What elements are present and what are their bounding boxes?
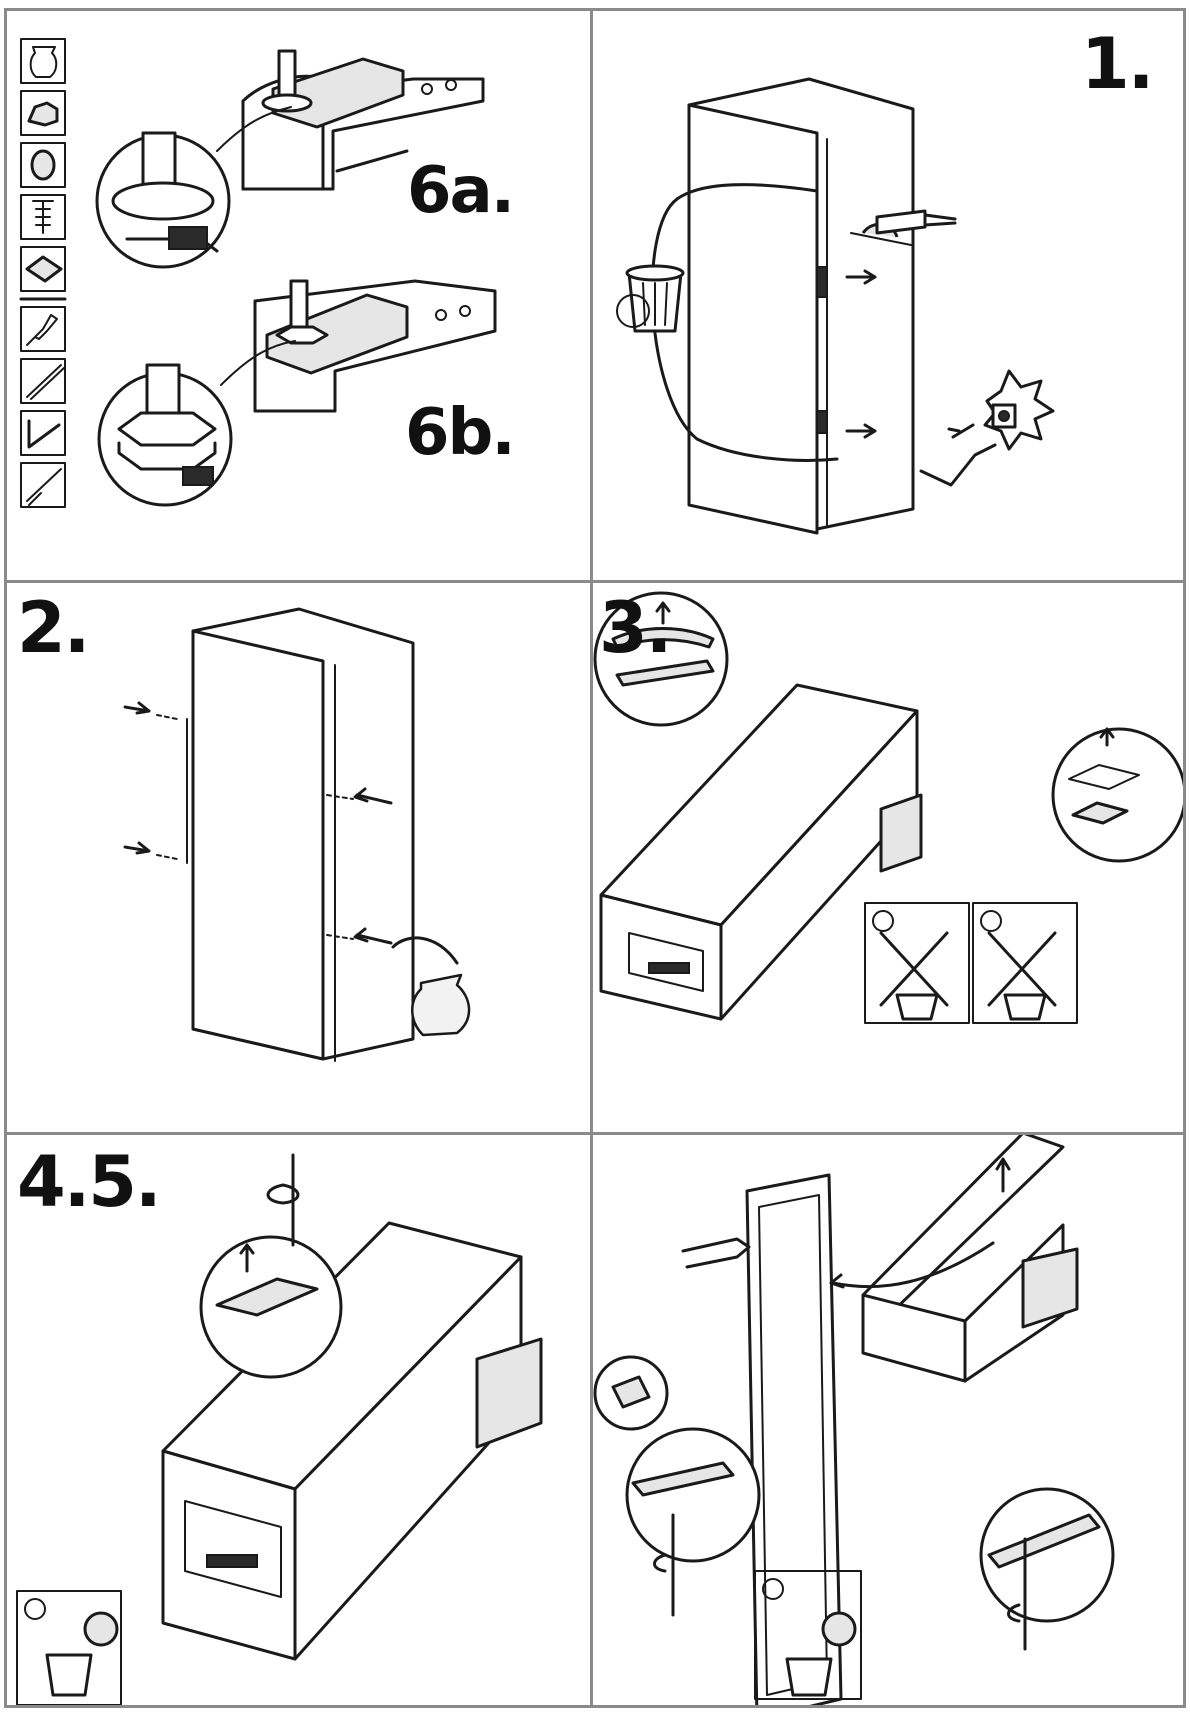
info-icon bbox=[24, 1598, 46, 1620]
notice-box-4 bbox=[754, 1570, 862, 1700]
step-2-art bbox=[123, 607, 471, 1062]
bag-icon bbox=[20, 38, 66, 84]
power-socket-icon bbox=[947, 369, 1055, 451]
detail-circle-left bbox=[593, 1355, 761, 1617]
hex-key-icon bbox=[20, 410, 66, 456]
panel-door-removal bbox=[590, 1132, 1186, 1708]
step-45-art bbox=[16, 1153, 543, 1705]
screwdriver-icon bbox=[875, 209, 957, 235]
info-icon bbox=[980, 910, 1002, 932]
fridge-lying-drawing bbox=[829, 1135, 1079, 1383]
panel-6ab: 6a. 6b. bbox=[4, 8, 594, 584]
screw-icon bbox=[20, 194, 66, 240]
door-removal-art bbox=[593, 1135, 1115, 1705]
notice-box-3 bbox=[16, 1590, 122, 1705]
step-2-label: 2. bbox=[17, 587, 90, 669]
disposal-notice bbox=[864, 902, 1078, 1024]
panel-step-3: 3. bbox=[590, 580, 1186, 1136]
info-icon bbox=[762, 1578, 784, 1600]
step-45-label: 4.5. bbox=[17, 1141, 162, 1223]
step-3-art bbox=[593, 591, 1183, 1024]
fridge-lying-drawing bbox=[599, 683, 923, 1021]
panel-step-45: 4.5. bbox=[4, 1132, 594, 1708]
step-6b-label: 6b. bbox=[405, 396, 516, 470]
hinge-6b-drawing bbox=[97, 279, 497, 507]
cap-icon bbox=[20, 142, 66, 188]
bag-icon bbox=[411, 973, 471, 1037]
detail-circle-screws bbox=[199, 1153, 343, 1379]
parts-list bbox=[19, 38, 67, 508]
step-1-label: 1. bbox=[1081, 23, 1154, 105]
fridge-lying-drawing bbox=[161, 1221, 543, 1661]
detail-circle-right bbox=[1051, 727, 1183, 863]
disposal-notice bbox=[16, 1590, 122, 1705]
hinge-6b-art bbox=[97, 279, 497, 507]
plate-icon bbox=[20, 246, 66, 292]
notice-box-2 bbox=[972, 902, 1078, 1024]
panel-step-1: 1. bbox=[590, 8, 1186, 584]
fridge-drawing bbox=[650, 77, 997, 535]
detail-circle-top bbox=[593, 591, 729, 727]
screwdriver-flat-icon bbox=[20, 358, 66, 404]
step-3-label: 3. bbox=[599, 587, 672, 669]
disposal-notice bbox=[754, 1570, 862, 1700]
hinge-cover-icon bbox=[20, 90, 66, 136]
hinge-6a-drawing bbox=[95, 49, 485, 269]
screwdriver-icon bbox=[20, 306, 66, 352]
pin-tool-icon bbox=[20, 462, 66, 508]
trash-bin-icon bbox=[616, 264, 685, 333]
step-6a-label: 6a. bbox=[407, 154, 515, 228]
info-icon bbox=[872, 910, 894, 932]
notice-box-1 bbox=[864, 902, 970, 1024]
step-1-art bbox=[616, 77, 1055, 535]
detail-circle-right bbox=[979, 1487, 1115, 1651]
panel-6ab-art bbox=[19, 38, 485, 508]
fridge-drawing bbox=[123, 607, 459, 1062]
panel-step-2: 2. bbox=[4, 580, 594, 1136]
